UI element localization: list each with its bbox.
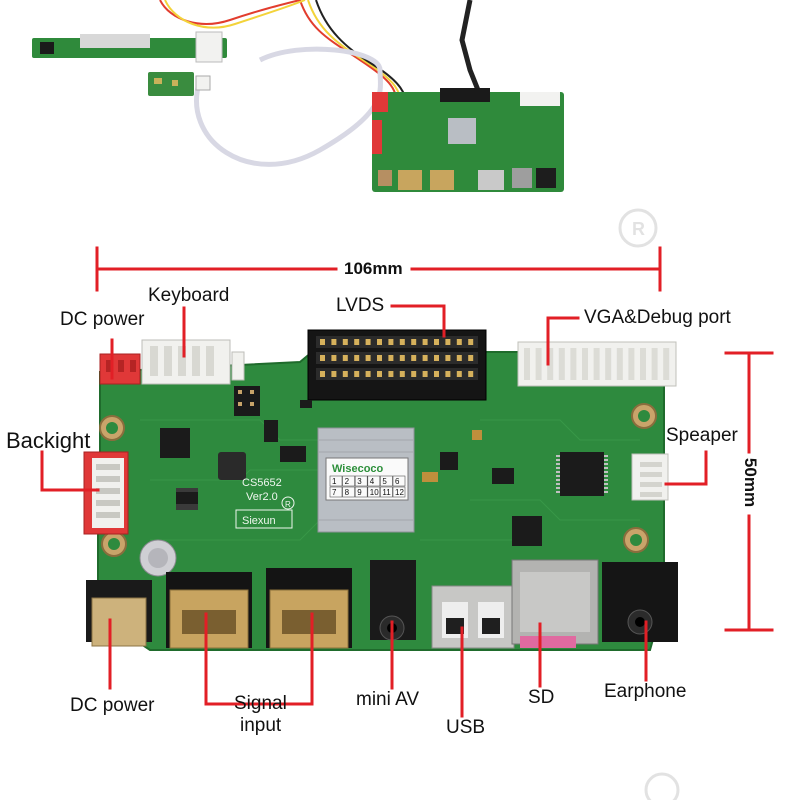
chip-grid-number: 4 [370,477,375,486]
signal-input-label-line1: Signal [234,693,287,714]
lvds-label: LVDS [336,295,385,316]
width-dimension-label: 106mm [338,260,409,277]
chip-grid-number: 3 [357,477,362,486]
signal-input-label-line2: input [240,715,282,736]
usb-label: USB [446,717,486,738]
backlight-label: Backight [6,428,91,453]
dc-power-top-label: DC power [60,309,145,330]
chip-grid-number: 11 [382,488,391,497]
dc-power-bottom-label: DC power [70,695,155,716]
mini-av-label: mini AV [356,689,420,710]
chip-grid-number: 6 [395,477,400,486]
svg-text:R: R [632,219,645,239]
chip-grid-number: 1 [332,477,337,486]
earphone-label: Earphone [604,681,687,702]
speaker-label: Speaper [666,425,738,446]
svg-text:R: R [285,500,291,509]
kit-overview-photo [32,0,564,192]
vga-debug-label: VGA&Debug port [584,307,731,328]
chip-brand-text: Wisecoco [332,463,384,475]
board-maker-text: Siexun [242,515,276,527]
chip-grid-number: 10 [370,488,379,497]
keyboard-label: Keyboard [148,285,230,306]
board-model-text: CS5652 [242,477,282,489]
sd-label: SD [528,687,555,708]
chip-grid-number: 9 [357,488,362,497]
chip-grid-number: 8 [345,488,350,497]
board-version-text: Ver2.0 [246,491,278,503]
chip-grid-number: 7 [332,488,337,497]
chip-grid-number: 12 [395,488,404,497]
chip-grid-number: 5 [382,477,387,486]
chip-grid-number: 2 [345,477,350,486]
